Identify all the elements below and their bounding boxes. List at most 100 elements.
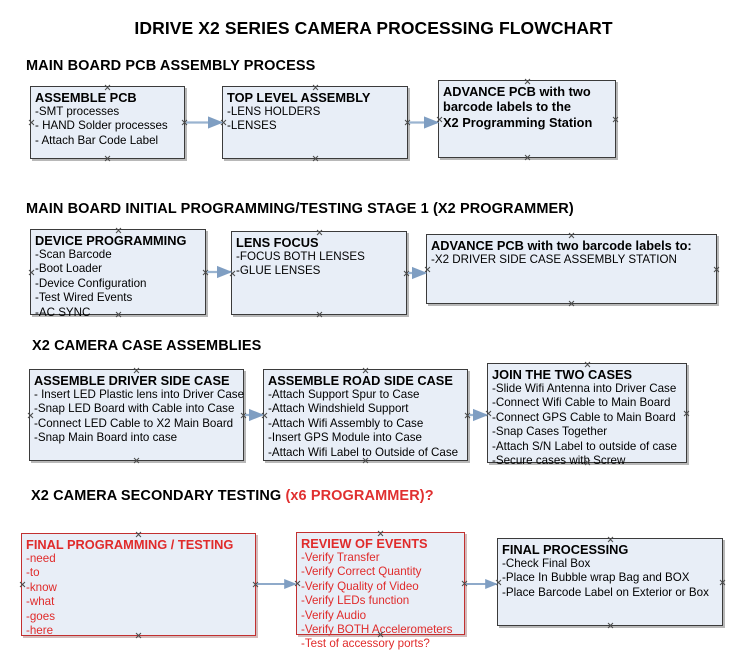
node-line: - Attach Bar Code Label xyxy=(35,133,159,147)
node-line: -Slide Wifi Antenna into Driver Case xyxy=(492,382,677,395)
node-line: -Device Configuration xyxy=(35,276,147,290)
connection-handle-right xyxy=(612,116,619,123)
connection-handle-right xyxy=(181,119,188,126)
node-device-programming[interactable]: DEVICE PROGRAMMING -Scan Barcode -Boot L… xyxy=(28,229,209,319)
connection-handle-right xyxy=(404,119,411,126)
node-review-of-events[interactable]: REVIEW OF EVENTS -Verify Transfer -Verif… xyxy=(294,532,468,650)
connection-handle-right xyxy=(461,580,468,587)
node-line: -Verify Transfer xyxy=(301,551,380,564)
connection-handle-left xyxy=(485,410,492,417)
node-line: -Check Final Box xyxy=(502,557,591,570)
node-advance-pcb-to-x2-programming-station[interactable]: ADVANCE PCB with two barcode labels to t… xyxy=(438,80,616,158)
connection-handle-right xyxy=(202,269,209,276)
node-line: barcode labels to the xyxy=(443,99,572,114)
node-join-the-two-cases[interactable]: JOIN THE TWO CASES -Slide Wifi Antenna i… xyxy=(485,363,687,467)
node-line: -Verify Correct Quantity xyxy=(301,565,422,579)
node-title: FINAL PROGRAMMING / TESTING xyxy=(26,537,234,552)
node-line: -Attach Windshield Support xyxy=(268,402,409,416)
node-title: REVIEW OF EVENTS xyxy=(301,536,428,551)
connection-handle-left xyxy=(28,119,35,126)
connection-handle-left xyxy=(27,412,34,419)
connection-handle-right xyxy=(403,270,410,277)
node-line: - Insert LED Plastic lens into Driver Ca… xyxy=(34,388,245,401)
section-header-text: MAIN BOARD PCB ASSEMBLY PROCESS xyxy=(26,58,316,74)
node-line: -Verify Audio xyxy=(301,608,367,622)
section-header-text: X2 CAMERA SECONDARY TESTING xyxy=(31,488,286,504)
node-assemble-driver-side-case[interactable]: ASSEMBLE DRIVER SIDE CASE - Insert LED P… xyxy=(29,369,244,461)
section-header-main-board-initial-programming-testing-stage-1: MAIN BOARD INITIAL PROGRAMMING/TESTING S… xyxy=(26,201,574,217)
node-line: -Connect GPS Cable to Main Board xyxy=(492,410,676,424)
connection-handle-left xyxy=(424,266,431,273)
node-line: -Attach Wifi Assembly to Case xyxy=(268,416,424,430)
node-title: ADVANCE PCB with two barcode labels to: xyxy=(431,238,692,253)
node-line: -Attach Support Spur to Case xyxy=(268,388,420,401)
node-top-level-assembly[interactable]: TOP LEVEL ASSEMBLY -LENS HOLDERS -LENSES xyxy=(222,86,408,159)
connection-handle-right xyxy=(719,579,726,586)
node-line: -Test Wired Events xyxy=(35,291,133,305)
connection-handle-left xyxy=(220,119,227,126)
connection-handle-bottom xyxy=(607,622,614,629)
connection-handle-left xyxy=(229,270,236,277)
node-title: ADVANCE PCB with two xyxy=(443,84,591,99)
connection-handle-right xyxy=(252,581,259,588)
node-line: -Verify LEDs function xyxy=(301,594,410,608)
node-line: -to xyxy=(26,566,40,580)
node-line: -Scan Barcode xyxy=(35,248,112,261)
section-header-text: X2 CAMERA CASE ASSEMBLIES xyxy=(32,338,262,354)
node-line-overflow: -Test of accessory ports? xyxy=(301,637,430,651)
connection-handle-left xyxy=(495,579,502,586)
connection-handle-bottom xyxy=(133,457,140,464)
node-line: -Attach S/N Label to outside of case xyxy=(492,439,677,453)
node-line: -Boot Loader xyxy=(35,262,103,276)
connection-handle-left xyxy=(28,269,35,276)
connection-handle-left xyxy=(19,581,26,588)
node-line: -Verify BOTH Accelerometers xyxy=(301,623,453,637)
node-line: -SMT processes xyxy=(35,105,120,118)
node-line: -Secure cases with Screw xyxy=(492,454,626,468)
section-header-main-board-pcb-assembly-process: MAIN BOARD PCB ASSEMBLY PROCESS xyxy=(26,58,315,74)
node-line: -know xyxy=(26,580,57,594)
node-line: -Attach Wifi Label to Outside of Case xyxy=(268,445,459,459)
node-assemble-pcb[interactable]: ASSEMBLE PCB -SMT processes - HAND Solde… xyxy=(30,86,185,159)
node-line: -LENS HOLDERS xyxy=(227,105,321,118)
section-header-x2-camera-secondary-testing: X2 CAMERA SECONDARY TESTING (x6 PROGRAMM… xyxy=(31,488,434,504)
node-title: ASSEMBLE PCB xyxy=(35,90,137,105)
node-line: -Insert GPS Module into Case xyxy=(268,431,423,445)
connection-handle-right xyxy=(240,412,247,419)
connection-handle-left xyxy=(261,412,268,419)
node-line: -Snap LED Board with Cable into Case xyxy=(34,402,235,416)
connection-handle-left xyxy=(436,116,443,123)
connection-handle-bottom xyxy=(312,155,319,162)
section-header-accent-text: (x6 PROGRAMMER)? xyxy=(285,488,434,504)
node-title: ASSEMBLE ROAD SIDE CASE xyxy=(268,373,453,388)
connection-handle-left xyxy=(294,580,301,587)
node-title: ASSEMBLE DRIVER SIDE CASE xyxy=(34,373,230,388)
node-line: -Connect LED Cable to X2 Main Board xyxy=(34,416,234,430)
connection-handle-bottom xyxy=(104,155,111,162)
node-line: -Snap Cases Together xyxy=(492,425,608,439)
node-line: -LENSES xyxy=(227,119,277,133)
node-advance-pcb-to-driver-side-case-assembly-station[interactable]: ADVANCE PCB with two barcode labels to: … xyxy=(426,234,717,304)
node-lens-focus[interactable]: LENS FOCUS -FOCUS BOTH LENSES -GLUE LENS… xyxy=(231,231,407,315)
node-line: -Snap Main Board into case xyxy=(34,431,178,445)
node-title: LENS FOCUS xyxy=(236,235,319,250)
connection-handle-bottom xyxy=(568,300,575,307)
node-line: -Place In Bubble wrap Bag and BOX xyxy=(502,571,690,585)
node-line: -here xyxy=(26,624,54,638)
node-line: X2 Programming Station xyxy=(443,115,593,130)
node-final-programming-testing[interactable]: FINAL PROGRAMMING / TESTING -need -to -k… xyxy=(19,533,259,638)
node-title: FINAL PROCESSING xyxy=(502,542,629,557)
node-assemble-road-side-case[interactable]: ASSEMBLE ROAD SIDE CASE -Attach Support … xyxy=(263,369,468,461)
node-line: -GLUE LENSES xyxy=(236,264,321,278)
node-line: -Verify Quality of Video xyxy=(301,579,419,593)
node-line: -what xyxy=(26,595,55,609)
connection-handle-bottom xyxy=(524,154,531,161)
node-title: JOIN THE TWO CASES xyxy=(492,367,633,382)
connection-handle-bottom xyxy=(316,311,323,318)
node-line: -goes xyxy=(26,609,56,623)
node-line: -X2 DRIVER SIDE CASE ASSEMBLY STATION xyxy=(431,253,677,266)
node-line: - HAND Solder processes xyxy=(35,119,168,133)
connection-handle-right xyxy=(713,266,720,273)
node-final-processing[interactable]: FINAL PROCESSING -Check Final Box -Place… xyxy=(497,538,723,626)
